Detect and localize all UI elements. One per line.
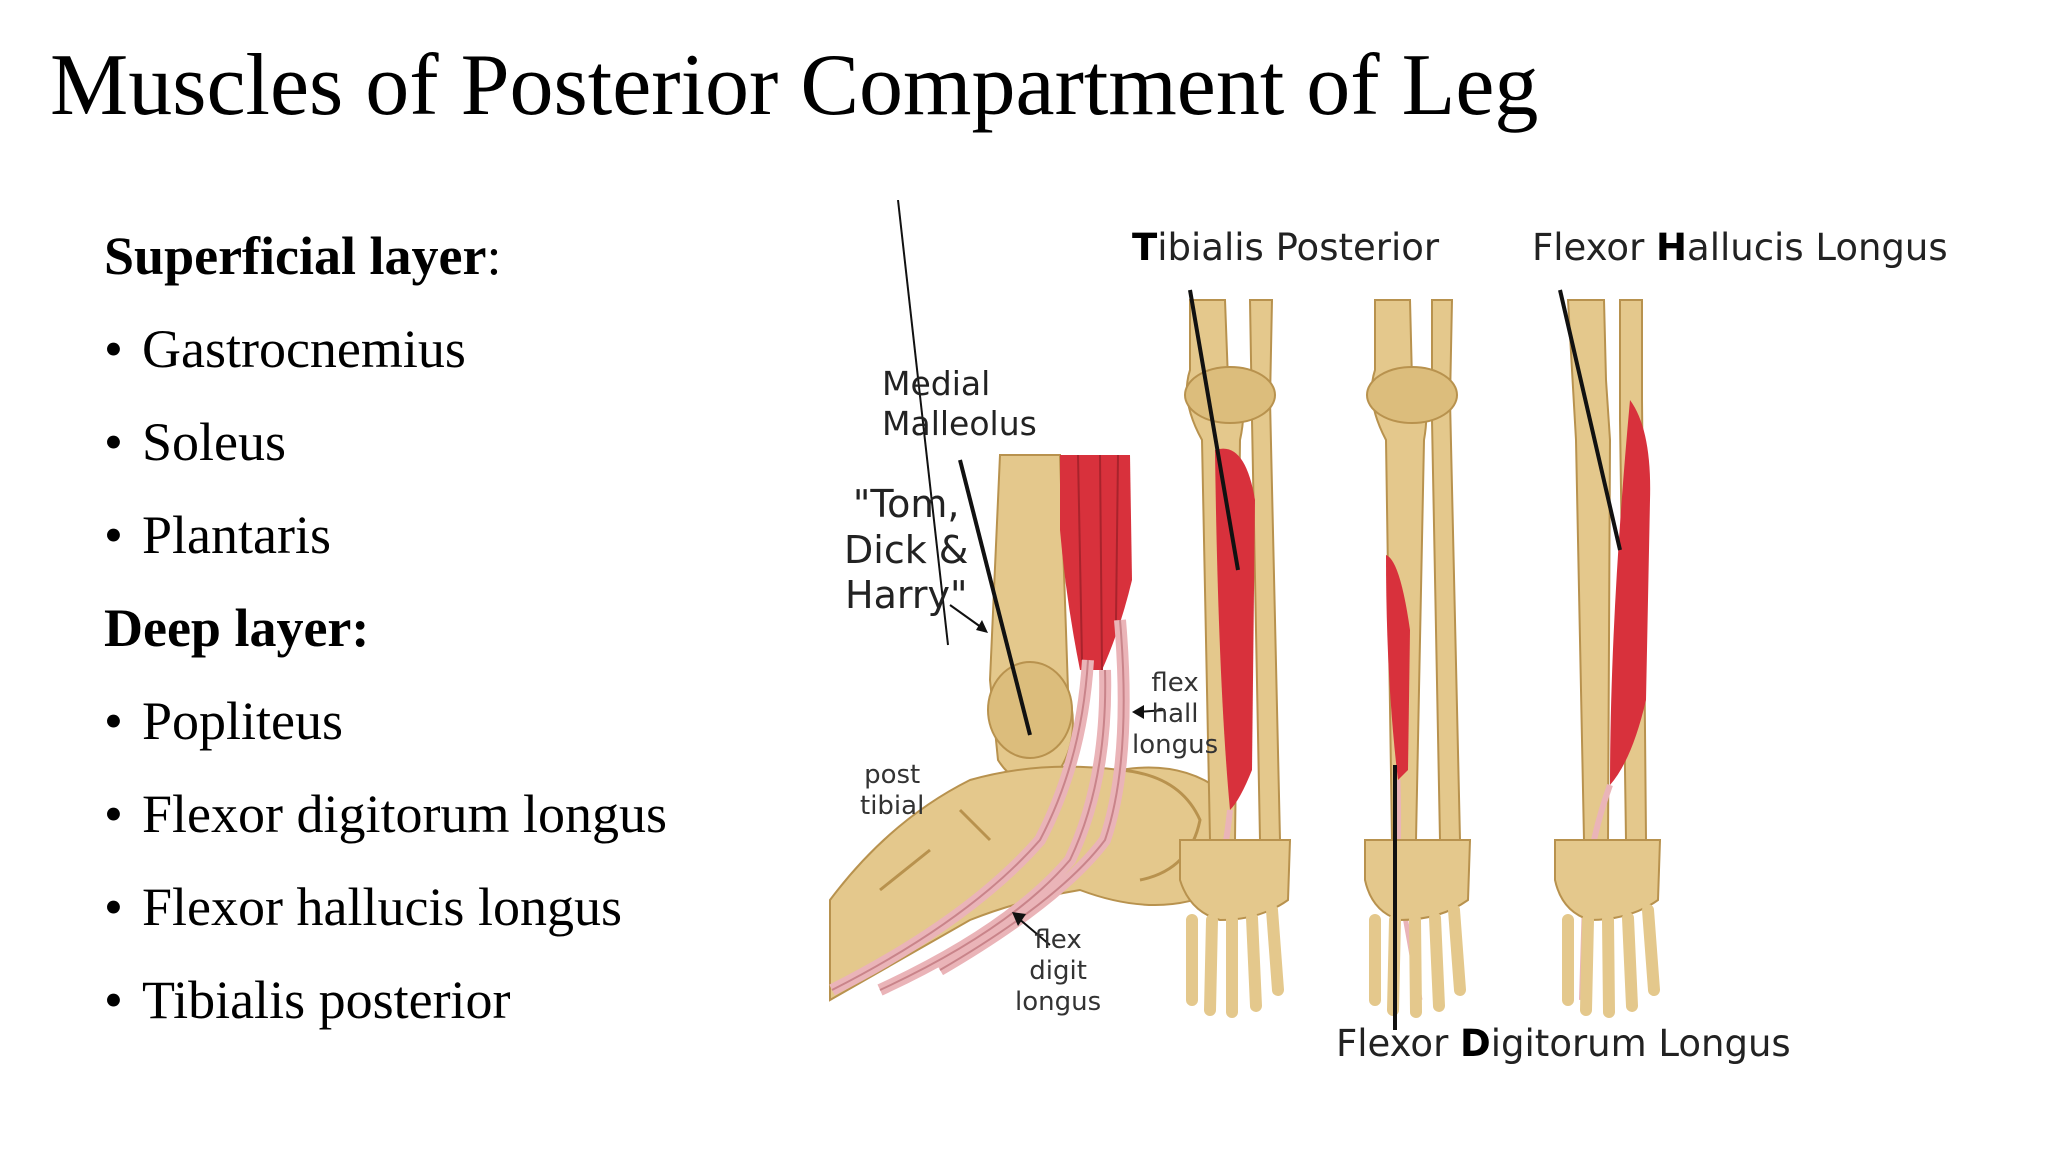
list-item: •Plantaris bbox=[104, 505, 331, 565]
label-tibialis-posterior: Tibialis Posterior bbox=[1132, 226, 1440, 269]
leg-flexor-hallucis-longus bbox=[1554, 299, 1662, 1018]
leg-flexor-digitorum-longus bbox=[1364, 299, 1472, 1018]
anatomy-illustration bbox=[829, 200, 1662, 1030]
label-flex-hall-longus: flex hall longus bbox=[1132, 668, 1219, 761]
list-item: •Flexor hallucis longus bbox=[104, 877, 622, 937]
list-item: •Soleus bbox=[104, 412, 287, 472]
pointer-arrowheads bbox=[976, 620, 1144, 926]
leg-tibialis-posterior bbox=[1179, 299, 1292, 1018]
label-flexor-digitorum-longus: Flexor Digitorum Longus bbox=[1336, 1022, 1791, 1065]
slide-title: Muscles of Posterior Compartment of Leg bbox=[50, 37, 1539, 134]
label-flexor-hallucis-longus: Flexor Hallucis Longus bbox=[1532, 226, 1948, 269]
list-item: •Gastrocnemius bbox=[104, 319, 466, 379]
label-flex-digit-longus: flex digit longus bbox=[1015, 925, 1102, 1018]
ankle-medial-view bbox=[829, 454, 1231, 1002]
list-item: •Popliteus bbox=[104, 691, 344, 751]
muscle-list: Superficial layer: •Gastrocnemius •Soleu… bbox=[104, 210, 824, 1047]
list-item: •Flexor digitorum longus bbox=[104, 784, 667, 844]
label-medial-malleolus: Medial Malleolus bbox=[882, 364, 1037, 443]
superficial-layer-heading: Superficial layer: bbox=[104, 226, 502, 286]
label-post-tibial: post tibial bbox=[860, 760, 925, 822]
anatomy-figure: Tibialis Posterior Flexor Hallucis Longu… bbox=[820, 200, 2020, 1110]
pointer-lines bbox=[897, 200, 1622, 1030]
deep-layer-heading: Deep layer: bbox=[104, 598, 370, 658]
list-item: •Tibialis posterior bbox=[104, 970, 511, 1030]
label-mnemonic: "Tom, Dick & Harry" bbox=[844, 482, 969, 618]
